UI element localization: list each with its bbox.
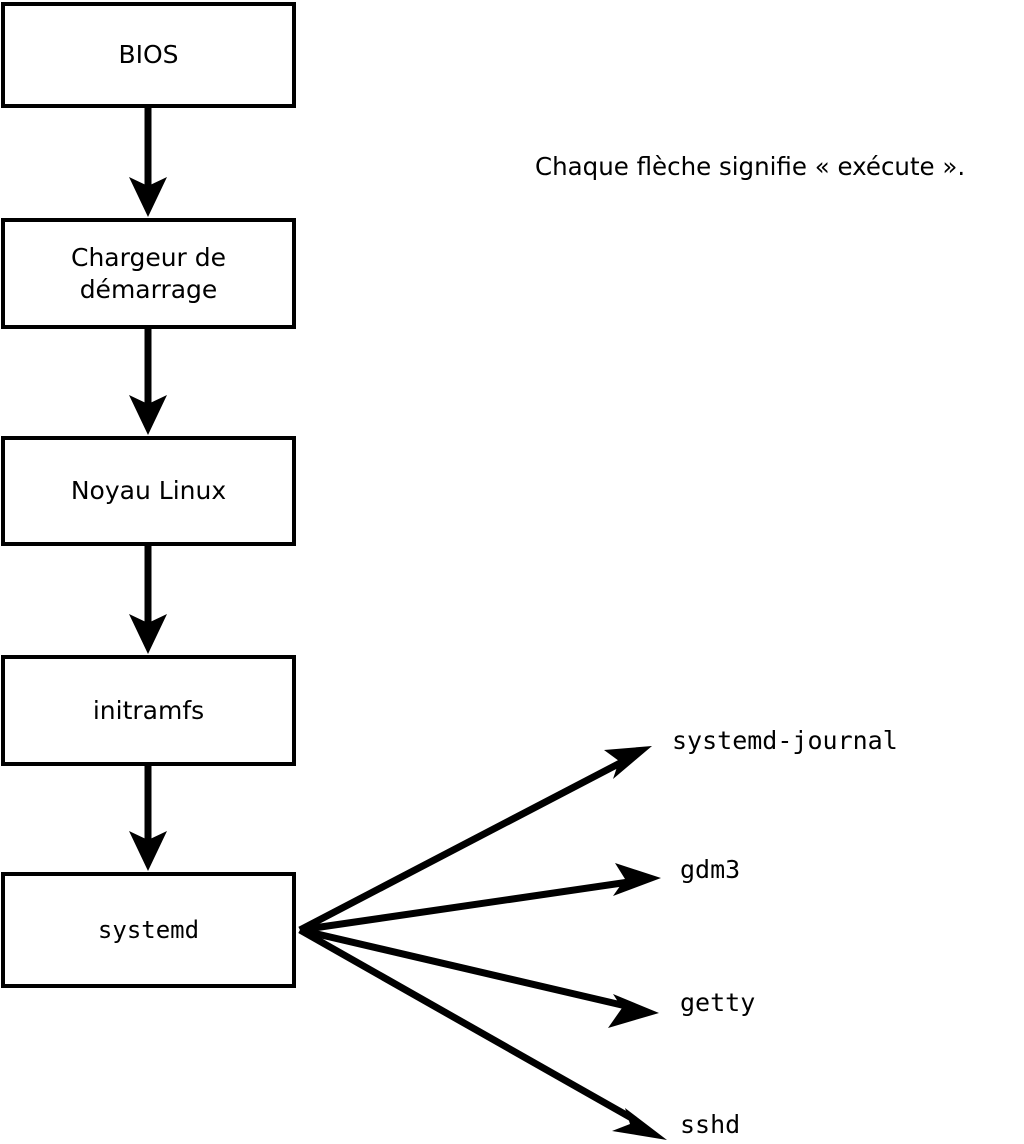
arrow-systemd-to-systemd-journal: [298, 746, 652, 934]
node-box-systemd: systemd: [1, 872, 296, 988]
node-label-systemd: systemd: [97, 916, 200, 944]
arrow-initramfs-to-systemd: [129, 765, 167, 871]
node-label-initramfs: initramfs: [92, 695, 205, 725]
node-box-kernel: Noyau Linux: [1, 436, 296, 546]
arrow-systemd-to-getty: [299, 926, 659, 1028]
arrow-bios-to-bootloader: [129, 106, 167, 217]
service-label-gdm3: gdm3: [680, 855, 741, 884]
arrow-systemd-to-sshd: [298, 926, 667, 1140]
diagram-caption: Chaque flèche signifie « exécute ».: [535, 152, 966, 181]
service-label-getty: getty: [680, 988, 756, 1017]
node-label-bootloader: Chargeur de démarrage: [70, 243, 227, 304]
service-label-systemd-journal: systemd-journal: [672, 726, 898, 755]
arrow-bootloader-to-kernel: [129, 327, 167, 435]
node-box-initramfs: initramfs: [1, 655, 296, 766]
service-label-sshd: sshd: [680, 1110, 741, 1139]
arrow-kernel-to-initramfs: [129, 545, 167, 654]
node-box-bootloader: Chargeur de démarrage: [1, 218, 296, 329]
node-label-bios: BIOS: [118, 40, 179, 70]
node-box-bios: BIOS: [1, 2, 296, 108]
node-label-kernel: Noyau Linux: [70, 476, 227, 506]
arrow-systemd-to-gdm3: [299, 863, 661, 934]
